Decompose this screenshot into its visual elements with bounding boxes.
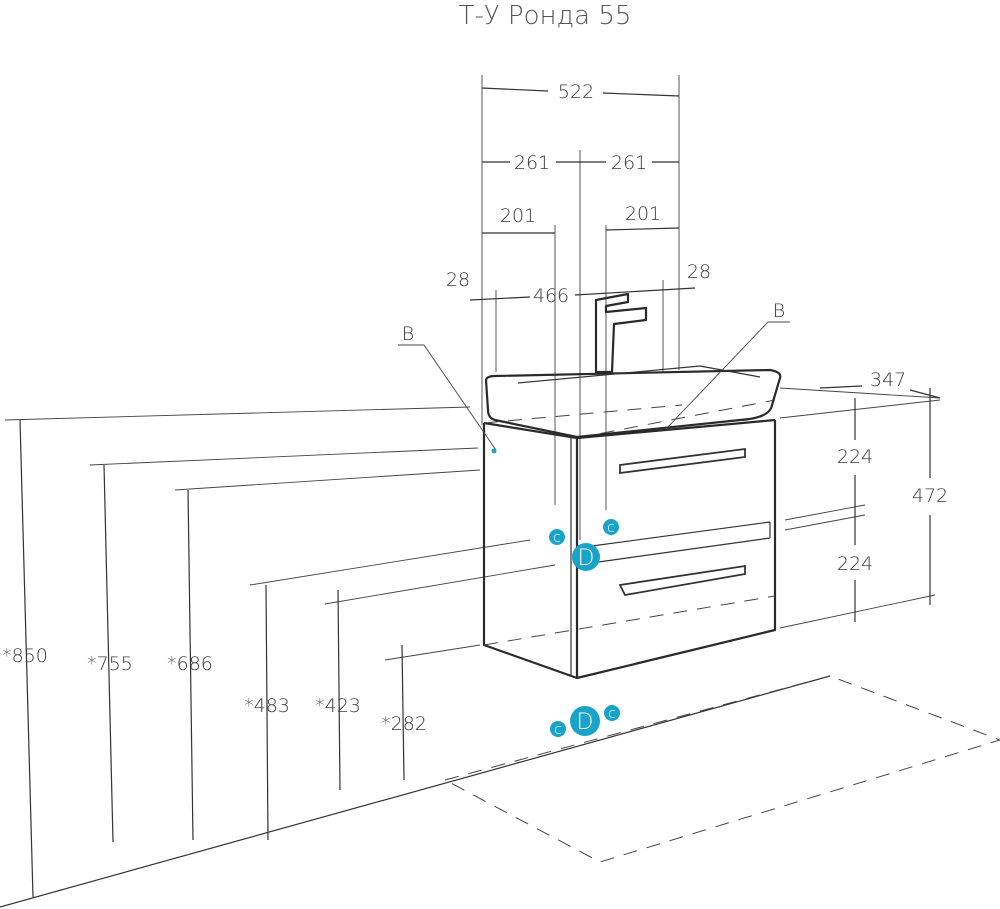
mount-point-dot	[491, 448, 497, 454]
dim-522: 522	[558, 81, 594, 103]
svg-text:D: D	[577, 710, 594, 735]
faucet	[594, 292, 648, 374]
svg-text:c: c	[607, 520, 615, 536]
dim-850: *850	[2, 645, 48, 667]
dim-201-right: 201	[625, 203, 661, 225]
svg-text:c: c	[608, 706, 616, 722]
dim-686: *686	[167, 653, 213, 675]
marker-c: c	[603, 519, 619, 536]
dim-28-left: 28	[446, 269, 470, 291]
dim-224-lower: 224	[837, 553, 873, 575]
marker-c: c	[549, 529, 565, 546]
dim-466: 466	[533, 285, 569, 307]
marker-c: c	[550, 721, 566, 738]
dim-224-upper: 224	[837, 446, 873, 468]
callout-b-right-leader	[664, 321, 790, 431]
dim-472: 472	[912, 485, 948, 507]
drawer-handle-lower	[618, 564, 746, 597]
dim-261-left: 261	[514, 152, 550, 174]
width-dimension-lines	[469, 87, 696, 301]
drawer-handle-upper	[619, 447, 746, 475]
marker-d: D	[570, 706, 600, 736]
dim-423: *423	[315, 695, 361, 717]
extension-lines	[4, 75, 941, 661]
callout-b-left-leader	[398, 344, 497, 451]
callout-b-left: B	[402, 323, 414, 345]
svg-text:c: c	[553, 530, 561, 546]
right-dimension-lines	[819, 385, 941, 622]
dim-282: *282	[381, 713, 427, 735]
height-dimensions	[19, 419, 405, 898]
svg-text:D: D	[578, 546, 595, 571]
dim-261-right: 261	[611, 152, 647, 174]
dim-28-right: 28	[687, 261, 711, 283]
callout-b-right: B	[773, 300, 785, 322]
svg-text:c: c	[554, 722, 562, 738]
marker-c: c	[604, 705, 620, 722]
dim-347: 347	[870, 369, 906, 391]
drawing-title: Т-У Ронда 55	[459, 1, 632, 31]
dim-755: *755	[87, 653, 133, 675]
floor	[0, 675, 1000, 908]
cabinet	[482, 399, 777, 680]
washbasin	[484, 365, 782, 439]
marker-d: D	[572, 543, 600, 571]
dim-483: *483	[244, 695, 290, 717]
dim-201-left: 201	[500, 205, 536, 227]
